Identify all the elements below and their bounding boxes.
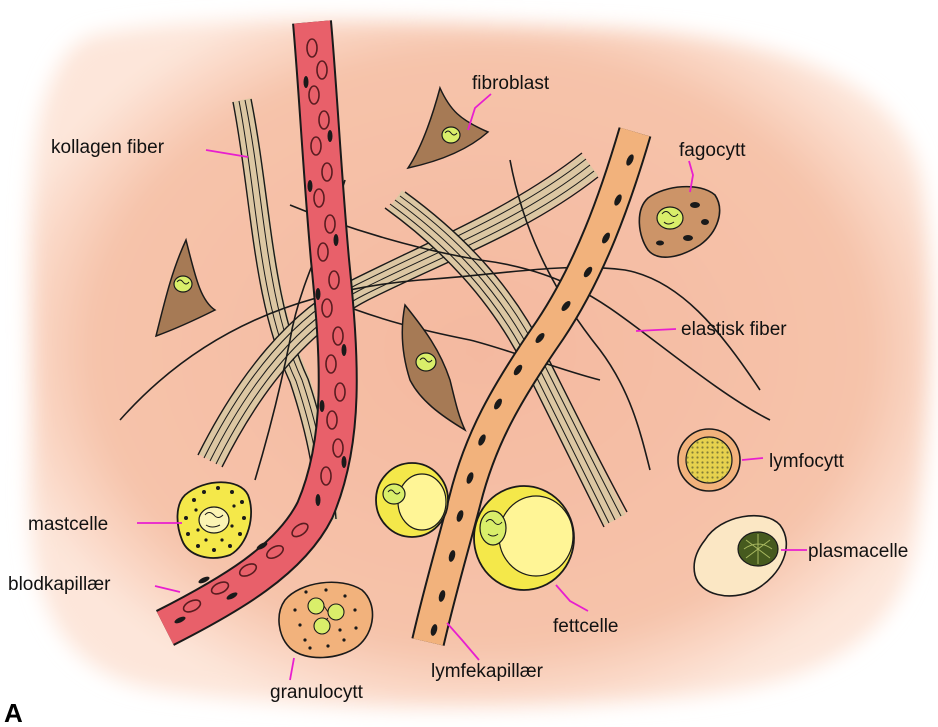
label-elastic-fiber: elastisk fiber — [681, 319, 787, 340]
granulocyte-cell — [279, 582, 373, 657]
panel-letter: A — [4, 698, 23, 727]
fat-cell-large — [474, 486, 574, 590]
label-blood-capillary: blodkapillær — [8, 574, 111, 595]
label-granulocyte: granulocytt — [270, 682, 364, 703]
label-fibroblast: fibroblast — [472, 73, 550, 94]
label-mast-cell: mastcelle — [28, 514, 108, 535]
label-lymphocyte: lymfocytt — [769, 451, 845, 472]
label-fat-cell: fettcelle — [553, 616, 618, 637]
label-lymph-capillary: lymfekapillær — [431, 661, 544, 682]
tissue-background — [30, 20, 931, 708]
fat-cell-small — [376, 463, 448, 537]
mast-cell — [177, 482, 251, 558]
label-phagocyte: fagocytt — [679, 140, 746, 161]
label-plasma-cell: plasmacelle — [808, 541, 908, 562]
lymphocyte-cell — [678, 429, 740, 491]
label-collagen-fiber: kollagen fiber — [51, 137, 165, 158]
